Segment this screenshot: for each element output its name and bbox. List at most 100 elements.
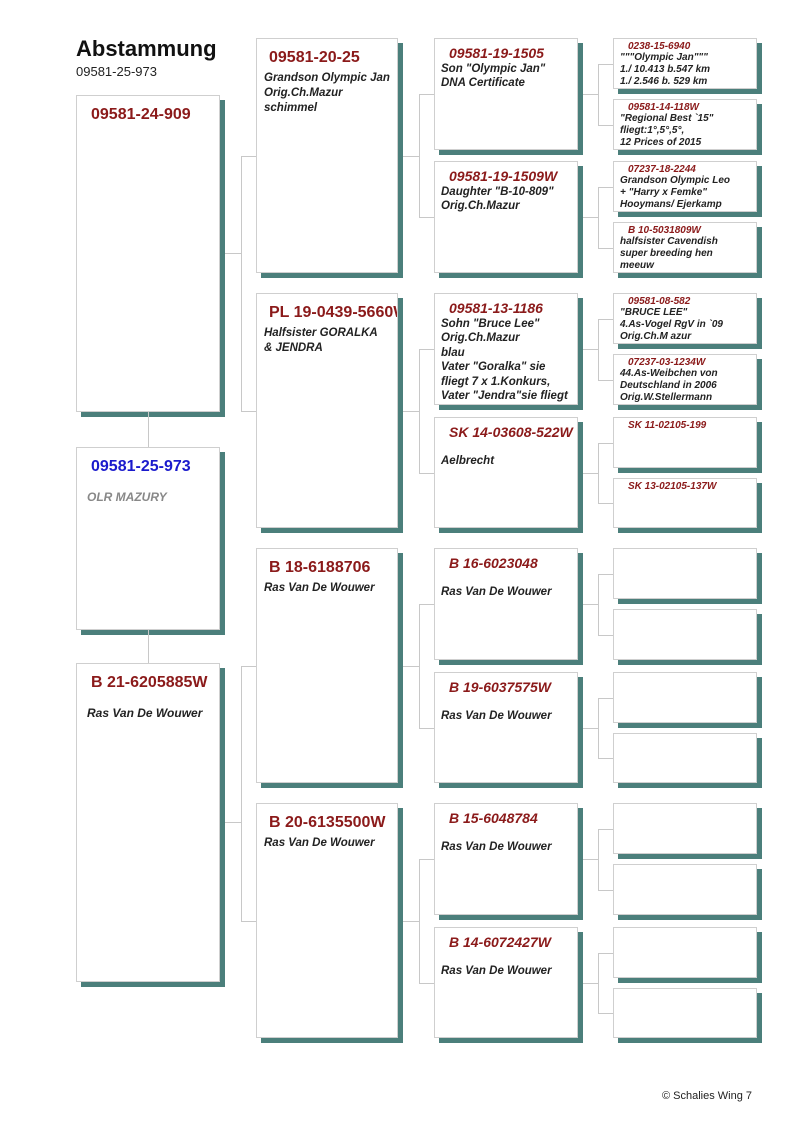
ring-id: 09581-24-909 <box>91 106 191 123</box>
connector-line <box>419 217 434 218</box>
connector-line <box>419 94 434 95</box>
great-great-grandparent-box[interactable]: 0238-15-6940"""Olympic Jan""" 1./ 10.413… <box>613 38 757 89</box>
connector-line <box>598 187 599 248</box>
connector-line <box>598 125 613 126</box>
father-box[interactable]: 09581-24-909 <box>76 95 220 412</box>
connector-line <box>419 983 434 984</box>
great-great-grandparent-box[interactable] <box>613 927 757 978</box>
great-great-grandparent-box[interactable] <box>613 864 757 915</box>
connector-line <box>598 64 613 65</box>
connector-line <box>419 604 434 605</box>
connector-line <box>598 443 599 503</box>
pigeon-notes: OLR MAZURY <box>87 490 167 504</box>
connector-line <box>419 94 420 217</box>
connector-line <box>598 953 599 1013</box>
pigeon-notes: Aelbrecht <box>441 455 495 467</box>
great-great-grandparent-box[interactable]: 09581-08-582"BRUCE LEE" 4.As-Vogel RgV i… <box>613 293 757 344</box>
ring-number: 09581-25-973 <box>76 64 157 79</box>
connector-line <box>598 890 613 891</box>
connector-line <box>419 859 434 860</box>
connector-line <box>598 319 599 380</box>
connector-line <box>598 829 599 890</box>
connector-line <box>598 319 613 320</box>
ring-id: B 18-6188706 <box>269 559 371 576</box>
great-great-grandparent-box[interactable] <box>613 733 757 783</box>
great-great-grandparent-box[interactable] <box>613 803 757 854</box>
ring-id: B 21-6205885W <box>91 674 208 691</box>
ring-id: B 14-6072427W <box>449 934 551 950</box>
connector-line <box>403 411 419 412</box>
connector-line <box>403 666 419 667</box>
connector-line <box>419 349 420 473</box>
ring-id: B 19-6037575W <box>449 679 551 695</box>
great-great-grandparent-box[interactable]: SK 13-02105-137W <box>613 478 757 528</box>
great-grandparent-box[interactable]: B 14-6072427W Ras Van De Wouwer <box>434 927 578 1038</box>
great-great-grandparent-box[interactable]: 09581-14-118W"Regional Best `15" fliegt:… <box>613 99 757 150</box>
ring-id: 09581-20-25 <box>269 49 360 66</box>
pigeon-notes: Sohn "Bruce Lee" Orig.Ch.Mazur blau Vate… <box>441 318 568 402</box>
connector-line <box>598 1013 613 1014</box>
connector-line <box>225 253 241 254</box>
ring-id: 09581-19-1509W <box>449 168 558 184</box>
connector-line <box>598 380 613 381</box>
pigeon-notes: Ras Van De Wouwer <box>264 582 375 594</box>
connector-line <box>225 822 241 823</box>
ring-id: B 15-6048784 <box>449 810 538 826</box>
connector-line <box>403 921 419 922</box>
connector-line <box>598 574 599 635</box>
connector-line <box>241 156 242 411</box>
connector-line <box>419 859 420 983</box>
connector-line <box>419 604 420 728</box>
great-great-grandparent-box[interactable]: SK 11-02105-199 <box>613 417 757 468</box>
connector-line <box>241 666 242 921</box>
ring-id: SK 13-02105-137W <box>628 481 717 492</box>
great-great-grandparent-box[interactable] <box>613 609 757 660</box>
connector-line <box>419 349 434 350</box>
connector-line <box>583 349 598 350</box>
connector-line <box>598 953 613 954</box>
connector-line <box>583 983 598 984</box>
connector-line <box>419 473 434 474</box>
connector-line <box>403 156 419 157</box>
connector-line <box>241 411 256 412</box>
ring-id: 09581-14-118W <box>628 102 699 113</box>
pigeon-notes: Ras Van De Wouwer <box>441 965 552 977</box>
connector-line <box>583 94 598 95</box>
pigeon-notes: Halfsister GORALKA & JENDRA <box>264 327 378 354</box>
connector-line <box>598 758 613 759</box>
connector-line <box>598 187 613 188</box>
connector-line <box>598 829 613 830</box>
connector-line <box>598 64 599 125</box>
pigeon-notes: Grandson Olympic Jan Orig.Ch.Mazur schim… <box>264 72 390 114</box>
great-great-grandparent-box[interactable] <box>613 672 757 723</box>
connector-line <box>241 921 256 922</box>
connector-line <box>583 604 598 605</box>
great-great-grandparent-box[interactable] <box>613 548 757 599</box>
pigeon-notes: Grandson Olympic Leo + "Harry x Femke" H… <box>620 175 731 210</box>
connector-line <box>598 248 613 249</box>
connector-line <box>148 630 149 663</box>
great-great-grandparent-box[interactable] <box>613 988 757 1038</box>
pigeon-notes: Ras Van De Wouwer <box>441 841 552 853</box>
pigeon-notes: """Olympic Jan""" 1./ 10.413 b.547 km 1.… <box>620 52 711 87</box>
ring-id: 0238-15-6940 <box>628 41 691 52</box>
pigeon-notes: Ras Van De Wouwer <box>441 586 552 598</box>
pigeon-notes: 44.As-Weibchen von Deutschland in 2006 O… <box>620 368 718 403</box>
ring-id: B 20-6135500W <box>269 814 386 831</box>
